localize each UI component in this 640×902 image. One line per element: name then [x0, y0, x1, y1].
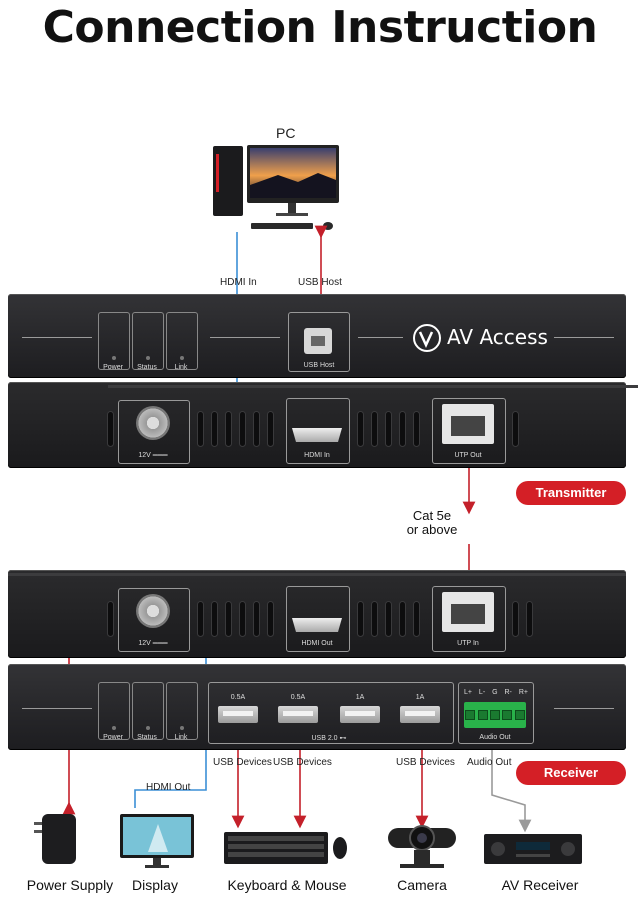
- pin-label-4: R-: [504, 689, 512, 696]
- brand-name: AV Access: [447, 325, 548, 349]
- usb-current-2: 0.5A: [290, 694, 306, 701]
- display-icon: [120, 814, 194, 868]
- usb-a-port-4: [400, 706, 440, 723]
- transmitter-front-panel: Power Status Link USB Host AV Access: [8, 294, 626, 378]
- keyboard-mouse-icon: [224, 832, 347, 864]
- hdmi-in-port: [292, 428, 342, 442]
- usb-a-port-2: [278, 706, 318, 723]
- hdmi-out-port-label: HDMI Out: [301, 640, 333, 647]
- transmitter-rear-panel: 12V ═══ HDMI In UTP Out: [8, 382, 638, 468]
- rj45-in-port: [442, 592, 494, 632]
- pc-label: PC: [276, 125, 296, 141]
- device-label-av-receiver: AV Receiver: [501, 877, 579, 893]
- hdmi-out-frame: [286, 586, 350, 652]
- hdmi-out-port: [292, 618, 342, 632]
- receiver-badge: Receiver: [516, 761, 626, 785]
- utp-in-frame: [432, 586, 506, 652]
- audio-out-wire-label: Audio Out: [467, 757, 512, 768]
- device-label-keyboard-mouse: Keyboard & Mouse: [227, 877, 347, 893]
- usb-host-frame: [288, 312, 350, 372]
- hdmi-in-port-label: HDMI In: [304, 452, 330, 459]
- terminal-pin-labels: L+ L- G R- R+: [464, 689, 528, 696]
- usb-current-4: 1A: [415, 694, 425, 701]
- hdmi-in-frame: [286, 398, 350, 464]
- pin-label-1: L+: [464, 689, 472, 696]
- usb-b-port: [304, 328, 332, 354]
- hdmi-out-wire-label: HDMI Out: [146, 782, 191, 793]
- rx-power-jack-frame: [118, 588, 190, 652]
- utp-out-frame: [432, 398, 506, 464]
- rx-dc-power-jack: [136, 594, 170, 628]
- cat5e-line1: Cat 5e: [412, 508, 452, 523]
- usb-host-wire-label: USB Host: [298, 277, 342, 288]
- av-receiver-icon: [484, 834, 582, 864]
- usb-a-port-1: [218, 706, 258, 723]
- usb-ports-frame: [208, 682, 454, 744]
- usb-devices-label-3: USB Devices: [396, 757, 455, 768]
- rx-power-led: [98, 682, 130, 740]
- power-supply-icon: [34, 814, 76, 864]
- rx-link-led-label: Link: [174, 734, 188, 741]
- utp-out-port-label: UTP Out: [454, 452, 482, 459]
- pin-label-5: R+: [518, 689, 528, 696]
- pc-icon: [213, 145, 339, 230]
- usb-host-port-label: USB Host: [303, 362, 335, 369]
- transmitter-badge: Transmitter: [516, 481, 626, 505]
- rx-status-led: [132, 682, 164, 740]
- power-led-label: Power: [103, 364, 123, 371]
- usb-devices-label-1: USB Devices: [213, 757, 272, 768]
- cat5e-line2: or above: [406, 522, 458, 537]
- usb-group-label: USB 2.0 ⊷: [311, 735, 347, 742]
- device-label-camera: Camera: [397, 877, 447, 893]
- hdmi-in-wire-label: HDMI In: [220, 277, 257, 288]
- device-label-display: Display: [132, 877, 178, 893]
- link-led: [166, 312, 198, 370]
- rx-power-led-label: Power: [103, 734, 123, 741]
- status-led-label: Status: [137, 364, 157, 371]
- pin-label-2: L-: [478, 689, 486, 696]
- link-led-label: Link: [174, 364, 188, 371]
- status-led: [132, 312, 164, 370]
- cat5e-label: Cat 5e or above: [400, 509, 464, 537]
- receiver-rear-panel: 12V ═══ HDMI Out UTP In: [8, 570, 626, 658]
- receiver-front-panel: Power Status Link 0.5A 0.5A 1A 1A USB 2.…: [8, 664, 626, 750]
- phoenix-terminal-block: [464, 702, 526, 728]
- device-label-power-supply: Power Supply: [26, 877, 114, 893]
- dc-power-jack: [136, 406, 170, 440]
- audio-out-frame: [458, 682, 534, 744]
- rx-power-port-label: 12V ═══: [138, 640, 168, 647]
- av-access-logo-icon: [413, 324, 441, 352]
- usb-devices-label-2: USB Devices: [273, 757, 332, 768]
- utp-in-port-label: UTP In: [457, 640, 479, 647]
- rx-link-led: [166, 682, 198, 740]
- pin-label-3: G: [492, 689, 498, 696]
- power-led: [98, 312, 130, 370]
- rx-status-led-label: Status: [137, 734, 157, 741]
- audio-out-port-label: Audio Out: [479, 734, 511, 741]
- camera-icon: [388, 825, 456, 868]
- usb-current-1: 0.5A: [230, 694, 246, 701]
- usb-current-3: 1A: [355, 694, 365, 701]
- power-jack-frame: [118, 400, 190, 464]
- page-title: Connection Instruction: [42, 2, 598, 53]
- usb-a-port-3: [340, 706, 380, 723]
- rj45-out-port: [442, 404, 494, 444]
- power-port-label: 12V ═══: [138, 452, 168, 459]
